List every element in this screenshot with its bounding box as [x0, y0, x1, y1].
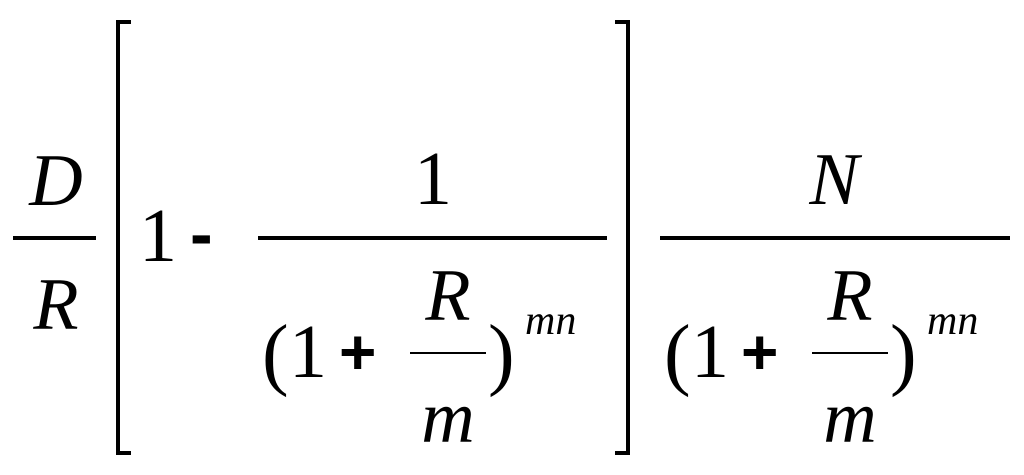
right-plus-sign: +	[741, 316, 778, 388]
left-paren-one: 1	[289, 310, 327, 394]
right-close-paren: )	[890, 310, 917, 398]
bracket-one: 1	[139, 194, 177, 278]
left-exponent-mn: mn	[525, 298, 576, 344]
right-exponent-mn: mn	[927, 298, 978, 344]
right-inner-denominator-m: m	[823, 377, 876, 459]
outer-denominator-r: R	[32, 264, 78, 346]
right-inner-numerator-r: R	[826, 255, 872, 337]
left-open-paren: (	[262, 310, 289, 398]
left-inner-numerator-r: R	[424, 255, 470, 337]
right-square-bracket	[615, 20, 630, 455]
right-paren-one: 1	[691, 310, 729, 394]
left-square-bracket	[116, 20, 131, 455]
left-inner-denominator-m: m	[421, 377, 474, 459]
outer-numerator-d: D	[28, 140, 82, 222]
left-close-paren: )	[488, 310, 515, 398]
bracket-fraction-numerator: 1	[414, 137, 452, 221]
left-plus-sign: +	[339, 316, 376, 388]
minus-sign: -	[190, 196, 213, 272]
right-fraction-numerator-n: N	[808, 139, 862, 221]
right-open-paren: (	[664, 310, 691, 398]
